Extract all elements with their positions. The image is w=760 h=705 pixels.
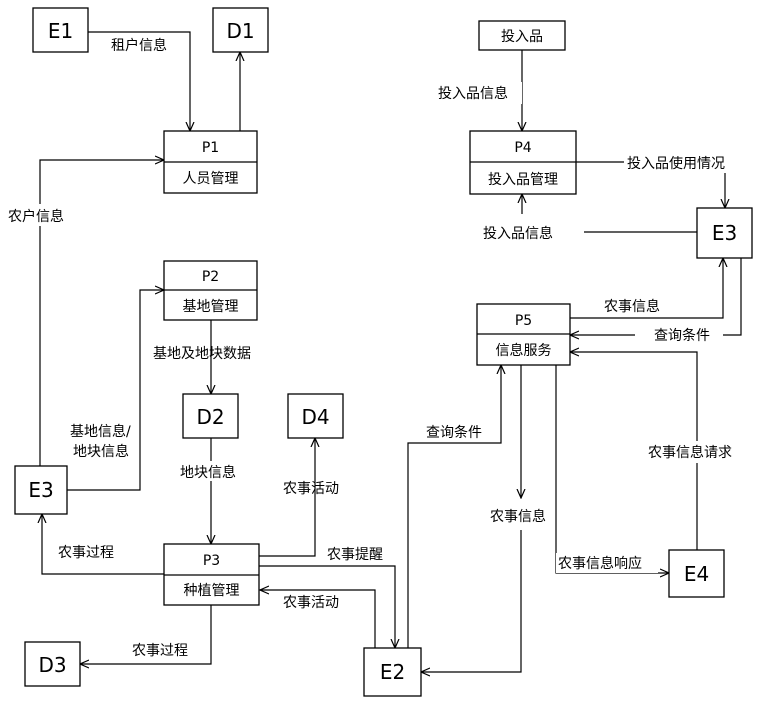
flow-farm-activity-e2-line bbox=[260, 590, 376, 648]
flow-base-info-line bbox=[67, 290, 164, 491]
flow-tenant-info-label: 租户信息 bbox=[111, 37, 167, 54]
entity-e3-left-label: E3 bbox=[28, 478, 53, 502]
flow-base-parcel-data-label: 基地及地块数据 bbox=[153, 345, 251, 362]
flow-base-info-label-line1: 基地信息/ bbox=[70, 423, 131, 440]
entity-e1-label: E1 bbox=[48, 19, 73, 43]
store-d2-label: D2 bbox=[196, 405, 224, 429]
process-p3-id: P3 bbox=[203, 553, 220, 569]
flow-farm-process-d3-line bbox=[80, 605, 212, 664]
process-p5-id: P5 bbox=[515, 313, 532, 329]
entity-input-source: 投入品 bbox=[478, 20, 566, 51]
flow-farm-reminder-line bbox=[259, 565, 395, 648]
process-p1: P1 人员管理 bbox=[163, 130, 258, 194]
store-d1: D1 bbox=[212, 7, 269, 53]
process-p2: P2 基地管理 bbox=[163, 260, 258, 321]
flow-query-cond-e3-label: 查询条件 bbox=[654, 327, 710, 344]
flow-base-info-label-line2: 地块信息 bbox=[73, 443, 129, 460]
flow-input-info-top-label: 投入品信息 bbox=[438, 85, 508, 102]
store-d4: D4 bbox=[287, 393, 344, 439]
flow-farm-activity-d4-line bbox=[259, 438, 315, 557]
process-p4-id: P4 bbox=[514, 140, 531, 156]
flow-farm-info-e3-label: 农事信息 bbox=[604, 298, 660, 315]
entity-e4-label: E4 bbox=[684, 562, 709, 586]
entity-e3-right: E3 bbox=[696, 207, 753, 259]
entity-e3-left: E3 bbox=[14, 465, 68, 515]
flow-farm-activity-e2-label: 农事活动 bbox=[283, 595, 339, 611]
flow-farm-info-request-line bbox=[570, 352, 698, 550]
entity-input-source-label: 投入品 bbox=[501, 29, 543, 45]
flow-parcel-info-label: 地块信息 bbox=[180, 464, 236, 481]
store-d2: D2 bbox=[182, 393, 239, 439]
flow-farmer-info-line bbox=[39, 160, 164, 466]
flow-query-cond-e2-line bbox=[407, 365, 501, 648]
store-d3-label: D3 bbox=[38, 653, 66, 677]
flow-farm-reminder-label: 农事提醒 bbox=[327, 547, 383, 563]
process-p5: P5 信息服务 bbox=[476, 303, 571, 366]
process-p1-name: 人员管理 bbox=[183, 171, 239, 187]
flow-farm-info-request-label: 农事信息请求 bbox=[648, 444, 732, 461]
entity-e4: E4 bbox=[668, 549, 725, 598]
store-d4-label: D4 bbox=[301, 405, 329, 429]
flow-farm-process-e3-line bbox=[42, 514, 164, 575]
entity-e1: E1 bbox=[32, 7, 89, 53]
flow-farm-process-d3-label: 农事过程 bbox=[132, 643, 188, 659]
flow-query-cond-e3-line bbox=[570, 258, 742, 335]
flow-farm-info-response-label: 农事信息响应 bbox=[558, 555, 642, 572]
flow-input-usage-label: 投入品使用情况 bbox=[627, 155, 725, 172]
flow-query-cond-e2-label: 查询条件 bbox=[426, 424, 482, 441]
store-d3: D3 bbox=[24, 641, 81, 687]
flow-farm-info-response-line bbox=[555, 365, 669, 573]
process-p4: P4 投入品管理 bbox=[469, 130, 577, 195]
process-p4-name: 投入品管理 bbox=[488, 172, 558, 188]
flow-farm-info-e2-line-b bbox=[421, 530, 522, 672]
flow-tenant-info-line bbox=[88, 31, 190, 131]
flow-farmer-info-label: 农户信息 bbox=[8, 208, 64, 225]
flow-farm-process-e3-label: 农事过程 bbox=[58, 545, 114, 561]
flow-farm-info-e3-line bbox=[570, 258, 723, 319]
process-p3: P3 种植管理 bbox=[163, 543, 260, 606]
flow-farm-info-e2-label: 农事信息 bbox=[490, 508, 546, 525]
process-p5-name: 信息服务 bbox=[496, 342, 552, 359]
process-p1-id: P1 bbox=[202, 140, 219, 156]
store-d1-label: D1 bbox=[226, 19, 254, 43]
process-p3-name: 种植管理 bbox=[184, 583, 240, 599]
entity-e2: E2 bbox=[363, 647, 422, 697]
process-p2-id: P2 bbox=[202, 269, 219, 285]
entity-e3-right-label: E3 bbox=[712, 221, 737, 245]
process-p2-name: 基地管理 bbox=[183, 298, 239, 315]
flow-farm-activity-d4-label: 农事活动 bbox=[283, 481, 339, 497]
flow-input-info-e3-label: 投入品信息 bbox=[483, 225, 553, 242]
entity-e2-label: E2 bbox=[380, 660, 405, 684]
